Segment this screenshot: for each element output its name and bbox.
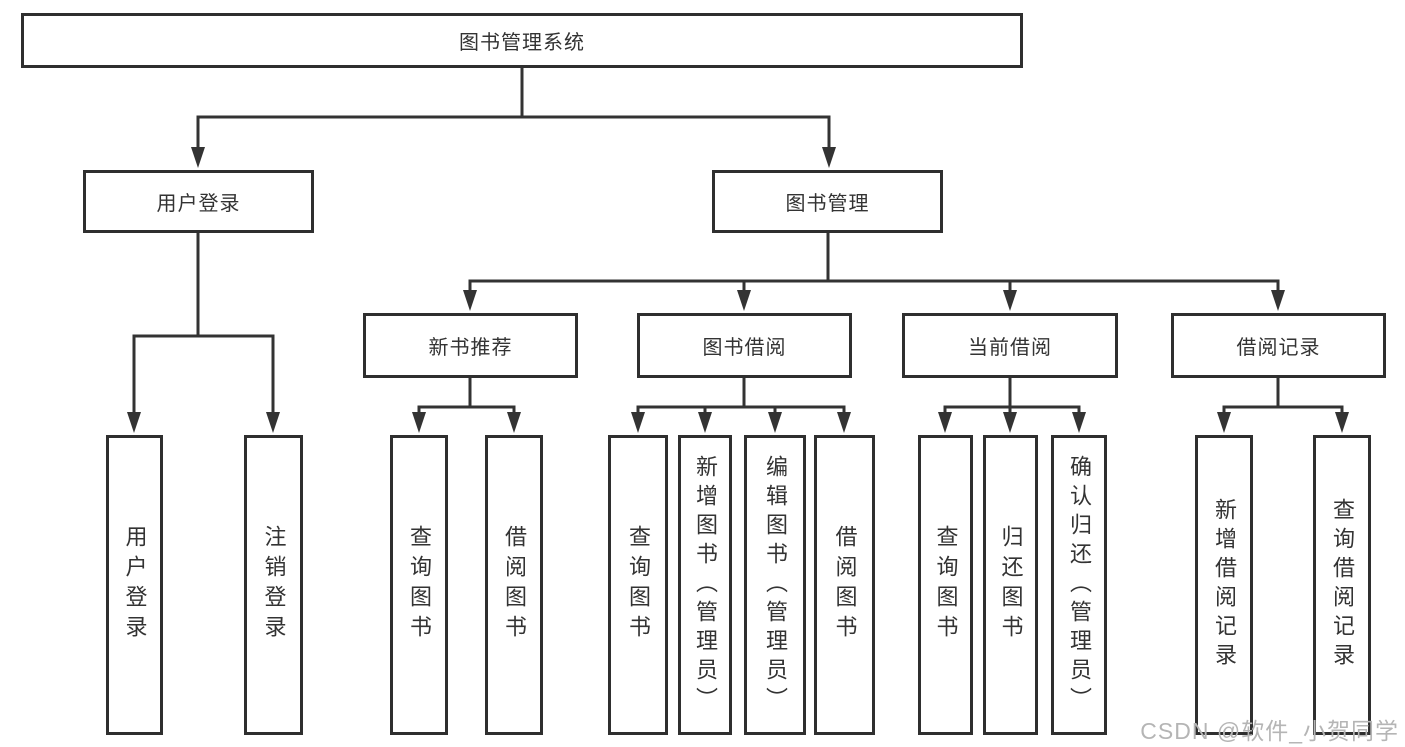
csdn-watermark: CSDN @软件_小贺同学	[1140, 718, 1399, 744]
leaf-current-return-books: 归还图书	[983, 435, 1038, 735]
node-new-book-rec: 新书推荐	[363, 313, 578, 378]
leaf-borrow-add-books-admin-label: 新增图书（管理员）	[693, 454, 718, 716]
node-user-login: 用户登录	[83, 170, 314, 233]
leaf-borrow-add-books-admin: 新增图书（管理员）	[678, 435, 732, 735]
leaf-borrow-query-books-label: 查询图书	[626, 525, 651, 645]
leaf-logout-label: 注销登录	[261, 525, 287, 645]
node-book-borrow: 图书借阅	[637, 313, 852, 378]
leaf-user-login: 用户登录	[106, 435, 163, 735]
leaf-newbook-borrow-books: 借阅图书	[485, 435, 543, 735]
leaf-newbook-query-books: 查询图书	[390, 435, 448, 735]
leaf-current-query-books: 查询图书	[918, 435, 973, 735]
node-current-borrow: 当前借阅	[902, 313, 1118, 378]
leaf-newbook-query-books-label: 查询图书	[407, 525, 432, 645]
leaf-current-query-books-label: 查询图书	[933, 525, 959, 645]
leaf-borrow-edit-books-admin-label: 编辑图书（管理员）	[763, 454, 788, 716]
leaf-records-query-record: 查询借阅记录	[1313, 435, 1371, 735]
leaf-current-return-books-label: 归还图书	[998, 525, 1024, 645]
node-book-mgmt-label: 图书管理	[785, 193, 870, 215]
leaf-records-query-record-label: 查询借阅记录	[1330, 498, 1355, 672]
leaf-records-add-record: 新增借阅记录	[1195, 435, 1253, 735]
node-user-login-label: 用户登录	[156, 193, 241, 215]
leaf-borrow-borrow-books-label: 借阅图书	[832, 525, 858, 645]
leaf-borrow-edit-books-admin: 编辑图书（管理员）	[744, 435, 806, 735]
node-borrow-records: 借阅记录	[1171, 313, 1386, 378]
leaf-newbook-borrow-books-label: 借阅图书	[502, 525, 527, 645]
node-root: 图书管理系统	[21, 13, 1023, 68]
node-new-book-rec-label: 新书推荐	[428, 337, 513, 359]
node-root-label: 图书管理系统	[459, 32, 585, 54]
node-current-borrow-label: 当前借阅	[968, 337, 1052, 359]
leaf-logout: 注销登录	[244, 435, 303, 735]
leaf-current-confirm-return-admin: 确认归还（管理员）	[1051, 435, 1107, 735]
node-borrow-records-label: 借阅记录	[1236, 337, 1321, 359]
node-book-mgmt: 图书管理	[712, 170, 943, 233]
leaf-current-confirm-return-admin-label: 确认归还（管理员）	[1067, 454, 1092, 716]
leaf-records-add-record-label: 新增借阅记录	[1212, 498, 1237, 672]
leaf-user-login-label: 用户登录	[122, 525, 148, 645]
leaf-borrow-borrow-books: 借阅图书	[814, 435, 875, 735]
leaf-borrow-query-books: 查询图书	[608, 435, 668, 735]
node-book-borrow-label: 图书借阅	[702, 337, 787, 359]
